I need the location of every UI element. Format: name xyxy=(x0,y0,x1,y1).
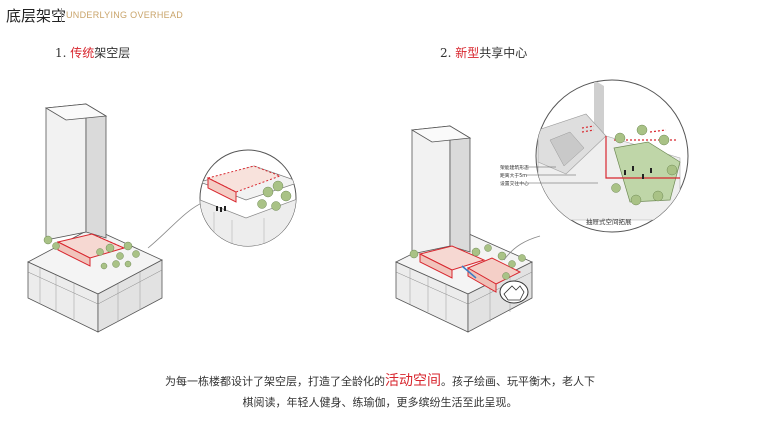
new-sharing-center-diagram: 架能建筑形态 距离大于5m 设置交往中心 抽屉式空间拓展 xyxy=(395,79,689,333)
page-subtitle: UNDERLYING OVERHEAD xyxy=(66,10,184,20)
zoom-circle xyxy=(199,149,297,247)
overhead-extension xyxy=(418,245,522,293)
description-line-1: 为每一栋楼都设计了架空层，打造了全龄化的活动空间。孩子绘画、玩平衡木，老人下 xyxy=(0,370,760,390)
people-icons xyxy=(624,166,652,179)
caption-new-num: 2. xyxy=(440,46,456,60)
tower xyxy=(44,103,108,241)
tower xyxy=(410,125,472,255)
page-title: 底层架空 xyxy=(6,7,67,25)
overhead-zone xyxy=(56,233,126,267)
trees xyxy=(43,235,140,270)
callout-leaders xyxy=(526,166,598,184)
connector-line xyxy=(147,201,205,249)
caption-traditional-highlight: 传统 xyxy=(70,46,95,60)
callout-form: 架能建筑形态 xyxy=(500,164,529,171)
caption-new-rest: 共享中心 xyxy=(479,46,528,60)
description-line-1-post: 。孩子绘画、玩平衡木，老人下 xyxy=(441,375,595,388)
caption-traditional: 1. 传统架空层 xyxy=(55,44,130,61)
description-line-2: 棋阅读，年轻人健身、练瑜伽，更多缤纷生活至此呈现。 xyxy=(242,396,518,409)
expansion-label: 抽屉式空间拓展 xyxy=(586,217,632,226)
caption-traditional-rest: 架空层 xyxy=(94,46,131,60)
caption-new-highlight: 新型 xyxy=(455,46,480,60)
description-highlight: 活动空间 xyxy=(385,373,441,389)
traditional-overhead-diagram xyxy=(27,103,297,333)
caption-traditional-num: 1. xyxy=(55,46,71,60)
connector-line xyxy=(503,235,541,261)
zoom-circle: 架能建筑形态 距离大于5m 设置交往中心 抽屉式空间拓展 xyxy=(500,79,689,233)
description-line-1-pre: 为每一栋楼都设计了架空层，打造了全龄化的 xyxy=(165,375,385,388)
trees xyxy=(409,244,526,280)
callout-distance: 距离大于5m xyxy=(500,172,527,179)
people-icons xyxy=(216,206,226,212)
caption-new: 2. 新型共享中心 xyxy=(440,44,527,61)
title-divider xyxy=(61,8,62,22)
hand-pointer-icon xyxy=(499,280,529,304)
callout-center: 设置交往中心 xyxy=(500,180,529,187)
